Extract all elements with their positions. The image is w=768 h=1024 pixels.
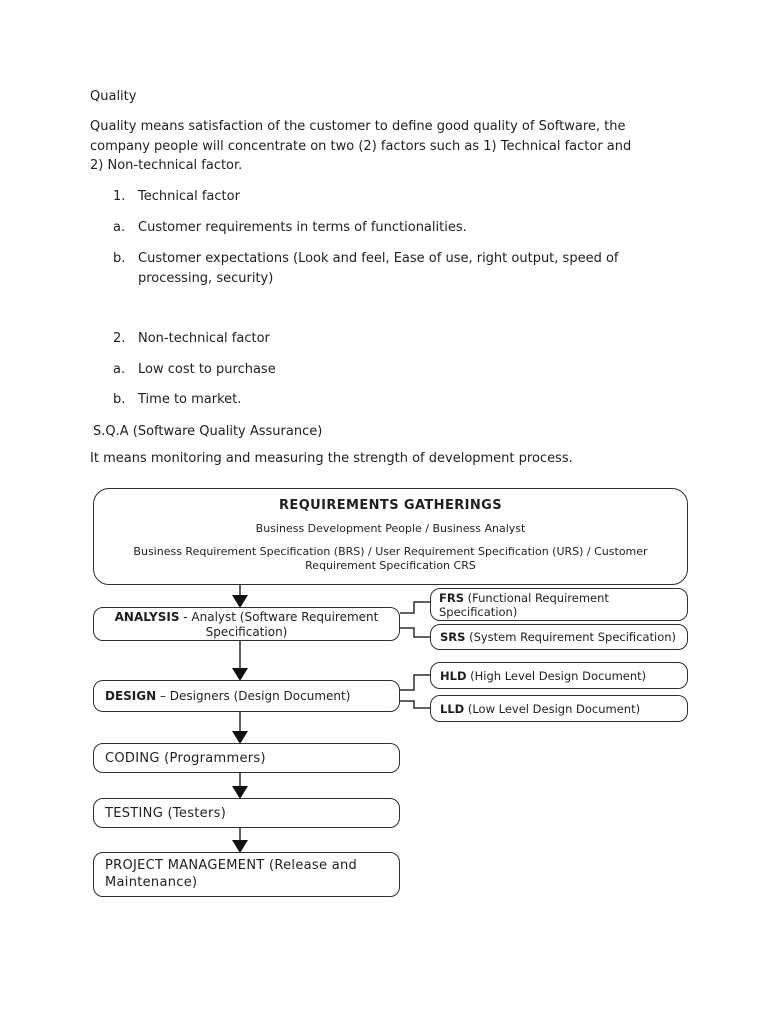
testing-box: TESTING (Testers) (93, 798, 400, 828)
testing-text: TESTING (Testers) (105, 805, 227, 821)
list-item: 2. Non-technical factor (113, 329, 673, 349)
elbow-connector-srs (400, 627, 430, 638)
analysis-box: ANALYSIS - Analyst (Software Requirement… (93, 607, 400, 641)
analysis-text: - Analyst (Software Requirement Specific… (179, 610, 379, 639)
hld-box: HLD (High Level Design Document) (430, 662, 688, 689)
frs-label: FRS (439, 591, 464, 605)
srs-rest: (System Requirement Specification) (465, 630, 677, 644)
requirements-line2a: Business Requirement Specification (BRS)… (133, 545, 648, 558)
requirements-title: REQUIREMENTS GATHERINGS (279, 498, 502, 513)
list-item-text: Non-technical factor (138, 331, 270, 346)
list-item: a. Customer requirements in terms of fun… (113, 218, 673, 238)
frs-box: FRS (Functional Requirement Specificatio… (430, 588, 688, 621)
srs-box: SRS (System Requirement Specification) (430, 624, 688, 650)
elbow-connector-hld (400, 674, 430, 691)
coding-box: CODING (Programmers) (93, 743, 400, 773)
srs-label: SRS (440, 630, 466, 644)
design-box: DESIGN – Designers (Design Document) (93, 680, 400, 712)
hld-text: HLD (High Level Design Document) (440, 669, 646, 683)
list-item-text: Customer expectations (Look and feel, Ea… (138, 249, 618, 288)
design-text: – Designers (Design Document) (156, 689, 351, 703)
design-line: DESIGN – Designers (Design Document) (105, 689, 350, 703)
list-item-text: Technical factor (138, 189, 240, 204)
flow-arrowhead-icon (232, 668, 248, 681)
list-marker: a. (113, 362, 126, 377)
list-marker: 2. (113, 331, 126, 346)
flow-arrowhead-icon (232, 595, 248, 608)
frs-rest: (Functional Requirement Specification) (439, 591, 609, 619)
list-item-line: processing, security) (138, 270, 274, 286)
coding-text: CODING (Programmers) (105, 750, 266, 766)
list-item-line: Customer expectations (Look and feel, Ea… (138, 251, 619, 266)
hld-label: HLD (440, 668, 467, 683)
lld-label: LLD (440, 701, 465, 716)
frs-text: FRS (Functional Requirement Specificatio… (439, 591, 609, 619)
list-item-text: Time to market. (138, 392, 242, 407)
list-marker: b. (113, 251, 126, 266)
project-management-box: PROJECT MANAGEMENT (Release and Maintena… (93, 852, 400, 897)
list-item: b. Time to market. (113, 390, 673, 410)
page-title: Quality (90, 89, 137, 104)
requirements-line2: Business Requirement Specification (BRS)… (94, 545, 687, 573)
paragraph-line: 2) Non-technical factor. (90, 158, 243, 173)
list-item: b. Customer expectations (Look and feel,… (113, 249, 673, 288)
sdlc-flowchart: REQUIREMENTS GATHERINGS Business Develop… (93, 488, 688, 900)
hld-rest: (High Level Design Document) (466, 668, 647, 683)
sqa-description: It means monitoring and measuring the st… (90, 451, 573, 466)
list-item: a. Low cost to purchase (113, 360, 673, 380)
flow-arrowhead-icon (232, 840, 248, 853)
analysis-label: ANALYSIS (114, 610, 180, 624)
list-marker: 1. (113, 189, 126, 204)
elbow-connector-frs (400, 601, 430, 614)
intro-paragraph: Quality means satisfaction of the custom… (90, 117, 690, 176)
lld-rest: (Low Level Design Document) (464, 701, 641, 716)
requirements-gathering-box: REQUIREMENTS GATHERINGS Business Develop… (93, 488, 688, 585)
lld-text: LLD (Low Level Design Document) (440, 702, 640, 716)
list-marker: a. (113, 220, 126, 235)
design-label: DESIGN (105, 689, 157, 703)
list-marker: b. (113, 392, 126, 407)
elbow-connector-lld (400, 700, 430, 709)
paragraph-line: company people will concentrate on two (… (90, 138, 632, 154)
flowchart-connectors (232, 585, 430, 853)
list-item-text: Low cost to purchase (138, 362, 276, 377)
flow-arrowhead-icon (232, 786, 248, 799)
paragraph-line: Quality means satisfaction of the custom… (90, 119, 626, 134)
srs-text: SRS (System Requirement Specification) (440, 630, 676, 644)
list-item-text: Customer requirements in terms of functi… (138, 220, 467, 235)
flow-arrowhead-icon (232, 731, 248, 744)
project-management-text: PROJECT MANAGEMENT (Release and Maintena… (105, 858, 358, 890)
lld-box: LLD (Low Level Design Document) (430, 695, 688, 722)
list-item: 1. Technical factor (113, 187, 673, 207)
requirements-line1: Business Development People / Business A… (255, 522, 526, 535)
requirements-line2b: Requirement Specification CRS (305, 559, 476, 572)
sqa-heading: S.Q.A (Software Quality Assurance) (93, 424, 323, 439)
